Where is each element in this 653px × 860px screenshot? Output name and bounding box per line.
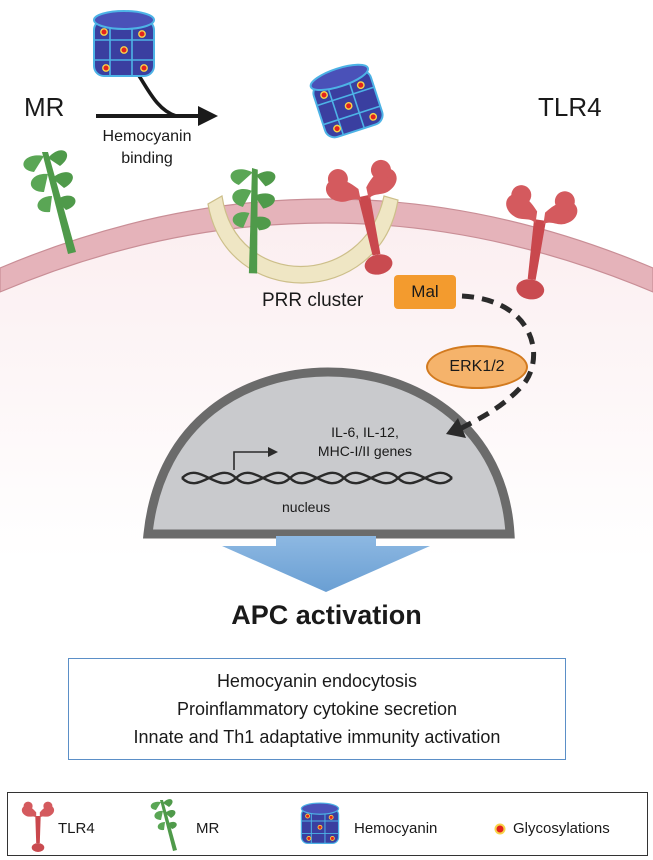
transcription-arrow: [233, 451, 268, 470]
nucleus-label: nucleus: [282, 499, 331, 515]
legend-label-glycosylations: Glycosylations: [513, 820, 610, 837]
prr-cluster-label: PRR cluster: [262, 290, 364, 311]
activation-arrow: [222, 536, 430, 592]
nucleus: [142, 367, 515, 539]
genes-line-2: MHC-I/II genes: [317, 443, 413, 459]
mal-adaptor: Mal: [394, 275, 456, 309]
binding-line-2: binding: [121, 150, 173, 167]
legend-label-mr: MR: [196, 820, 220, 837]
mr-receptor-left: [23, 150, 76, 254]
apc-activation-title: APC activation: [231, 600, 422, 630]
genes-line-1: IL-6, IL-12,: [331, 424, 399, 440]
mal-label: Mal: [411, 282, 439, 301]
binding-label: Hemocyanin binding: [92, 126, 202, 170]
legend: TLR4 MR Hemocyanin Glycosylations: [7, 792, 648, 856]
outcome-item: Innate and Th1 adaptative immunity activ…: [133, 727, 501, 747]
legend-label-hemocyanin: Hemocyanin: [354, 820, 438, 837]
glycosylation-dot-icon: [494, 823, 506, 835]
signaling-arrow: [456, 293, 537, 433]
hemocyanin-free: [93, 10, 155, 77]
mr-label: MR: [24, 92, 65, 122]
hemocyanin-bound: [307, 58, 387, 141]
outcome-item: Hemocyanin endocytosis: [216, 671, 418, 691]
erk-label: ERK1/2: [449, 358, 505, 375]
erk-kinase: ERK1/2: [426, 345, 528, 389]
legend-label-tlr4: TLR4: [58, 820, 95, 837]
tlr4-label: TLR4: [538, 92, 602, 122]
binding-line-1: Hemocyanin: [102, 128, 192, 145]
outcome-item: Proinflammatory cytokine secretion: [176, 699, 458, 719]
genes-label: IL-6, IL-12, MHC-I/II genes: [300, 423, 430, 461]
dna-helix: [181, 471, 453, 485]
outcomes-box: Hemocyanin endocytosis Proinflammatory c…: [68, 658, 566, 760]
legend-icons: [21, 799, 506, 852]
